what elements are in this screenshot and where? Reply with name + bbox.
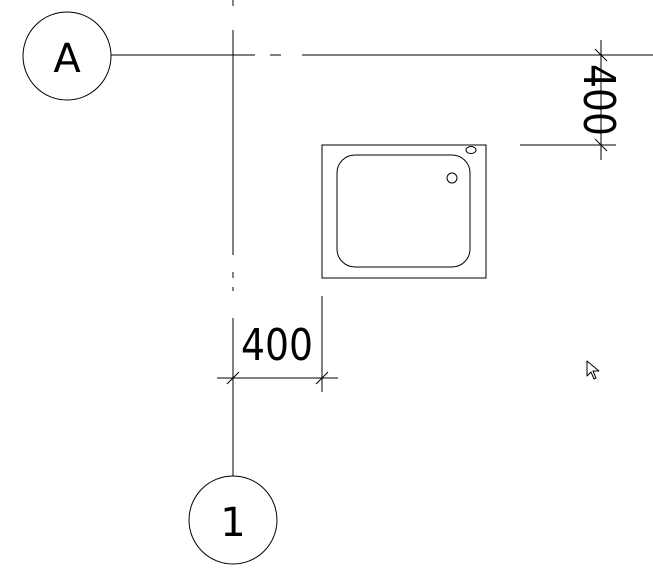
- dimension-tick-bottom: [594, 138, 608, 152]
- grid-bubble-a[interactable]: A: [22, 11, 112, 101]
- sink-drain: [446, 172, 458, 184]
- sink-fixture[interactable]: [321, 144, 487, 279]
- sink-basin: [336, 154, 471, 268]
- grid-bubble-1[interactable]: 1: [188, 475, 278, 565]
- sink-faucet-hole: [465, 146, 477, 154]
- mouse-cursor-icon: [586, 360, 600, 380]
- dimension-vertical-value[interactable]: 400: [573, 64, 624, 136]
- dimension-vertical[interactable]: [520, 40, 616, 160]
- sink-outline: [321, 144, 487, 279]
- dimension-horizontal-value[interactable]: 400: [241, 320, 313, 371]
- grid-bubble-a-label: A: [53, 36, 81, 82]
- dimension-tick-top: [594, 48, 608, 62]
- dimension-horizontal[interactable]: [217, 296, 338, 392]
- dimension-tick-right: [315, 371, 329, 385]
- dimension-tick-left: [226, 371, 240, 385]
- grid-bubble-1-label: 1: [220, 500, 245, 546]
